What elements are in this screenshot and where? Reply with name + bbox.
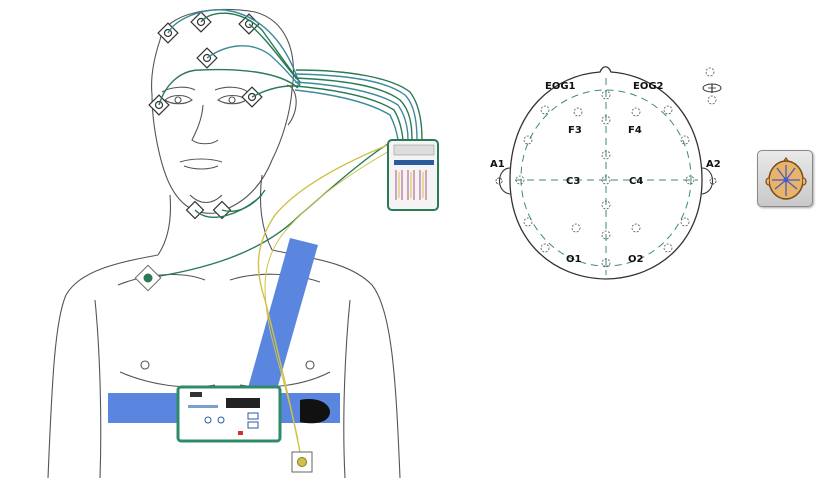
label-eog2: EOG2 [633, 81, 664, 92]
electrode-head-map: EOG1 EOG2 F3 F4 A1 A2 C3 C4 O1 O2 [490, 67, 721, 279]
right-pupil [229, 97, 235, 103]
mouth [180, 159, 222, 169]
head-topography-button[interactable] [757, 150, 813, 207]
chest-electrode [135, 265, 160, 290]
map-right-ear [702, 168, 713, 194]
label-a1: A1 [490, 159, 505, 170]
label-o2: O2 [628, 254, 644, 265]
left-pupil [175, 97, 181, 103]
label-f3: F3 [568, 125, 582, 136]
scalp-electrodes [149, 12, 262, 218]
label-a2: A2 [706, 159, 721, 170]
nose [192, 105, 218, 144]
label-c4: C4 [629, 176, 643, 187]
label-o1: O1 [566, 254, 582, 265]
head-topography-icon [758, 151, 814, 208]
abdomen-electrode [292, 452, 312, 472]
head-outline [152, 9, 294, 213]
label-f4: F4 [628, 125, 642, 136]
label-c3: C3 [566, 176, 580, 187]
label-eog1: EOG1 [545, 81, 576, 92]
recorder-device [178, 387, 280, 441]
map-left-ear [499, 168, 510, 194]
lead-connector-box [388, 140, 438, 210]
neck [158, 195, 171, 255]
map-eog-marker [703, 84, 721, 93]
